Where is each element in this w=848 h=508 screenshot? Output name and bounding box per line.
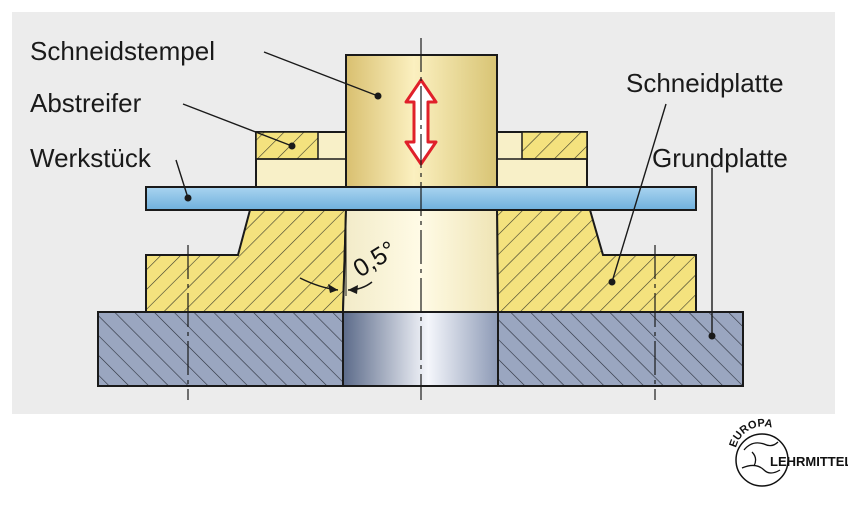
stripper bbox=[255, 131, 588, 188]
leader-lines bbox=[175, 51, 713, 336]
europa-lehrmittel-logo: EUROPA LEHRMITTEL bbox=[727, 417, 848, 487]
center-lines bbox=[187, 38, 656, 400]
label-base-plate: Grundplatte bbox=[652, 143, 788, 173]
clearance-angle-marker bbox=[299, 220, 373, 296]
label-workpiece: Werkstück bbox=[30, 143, 152, 173]
leader-dots bbox=[184, 92, 716, 340]
label-punch: Schneidstempel bbox=[30, 36, 215, 66]
stripper-section-right bbox=[521, 131, 588, 160]
logo-lehrmittel: LEHRMITTEL bbox=[770, 454, 848, 469]
label-stripper: Abstreifer bbox=[30, 88, 142, 118]
label-die-plate: Schneidplatte bbox=[626, 68, 784, 98]
